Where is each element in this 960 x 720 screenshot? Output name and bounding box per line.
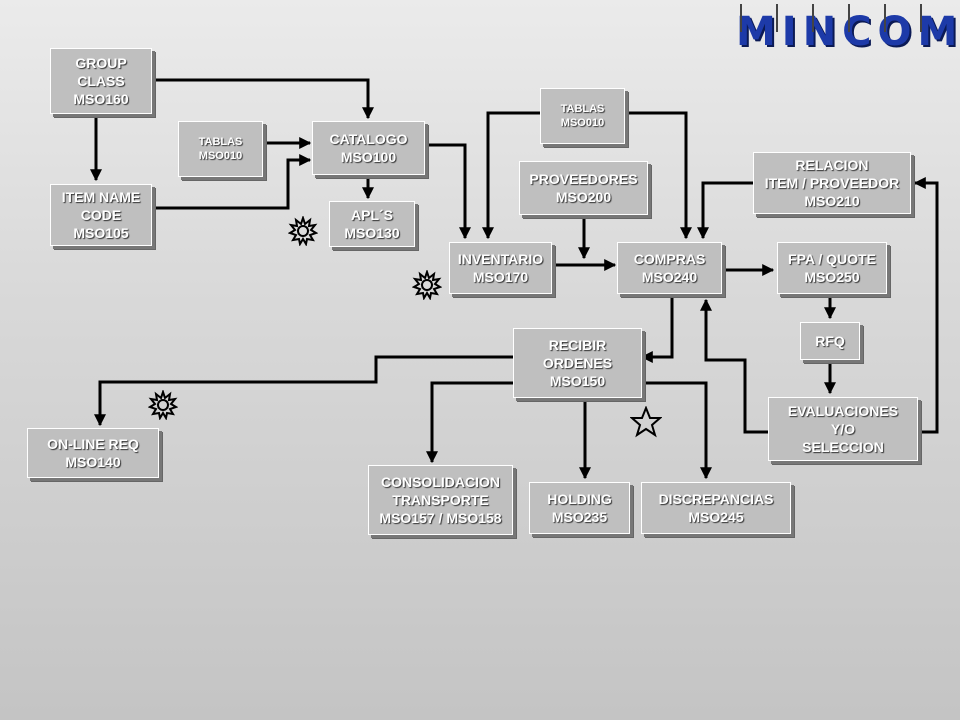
box-label: ON-LINE REQ MSO140 (47, 436, 139, 470)
arrow-evaluaciones-to-compras (700, 298, 768, 434)
box-holding[interactable]: HOLDING MSO235 (529, 482, 630, 534)
logo-bar (884, 4, 886, 32)
box-label: EVALUACIONES Y/O SELECCION (787, 403, 899, 455)
box-label: ITEM NAME CODE MSO105 (61, 189, 141, 241)
sun-icon (288, 216, 318, 246)
box-proveedores[interactable]: PROVEEDORES MSO200 (519, 161, 648, 215)
box-label: DISCREPANCIAS MSO245 (658, 491, 774, 525)
logo-bar (776, 4, 778, 32)
box-label: RFQ (815, 333, 845, 349)
sun-icon (148, 390, 178, 420)
logo-bar (848, 4, 850, 32)
box-recibir-ordenes[interactable]: RECIBIR ORDENES MSO150 (513, 328, 642, 398)
logo-bar (920, 4, 922, 32)
arrow-recibir-to-consolidacion (426, 381, 513, 464)
box-discrepancias[interactable]: DISCREPANCIAS MSO245 (641, 482, 791, 534)
box-label: GROUP CLASS MSO160 (73, 55, 129, 107)
box-label: HOLDING MSO235 (547, 491, 612, 525)
box-label: COMPRAS MSO240 (633, 251, 706, 285)
arrow-catalogo-to-inventario (425, 143, 471, 240)
box-inventario[interactable]: INVENTARIO MSO170 (449, 242, 552, 294)
box-label: PROVEEDORES MSO200 (529, 171, 638, 205)
logo-bar (812, 4, 814, 32)
box-label: APL´S MSO130 (344, 207, 400, 241)
box-label: CATALOGO MSO100 (329, 131, 408, 165)
star-outline-icon (630, 406, 662, 438)
box-label: TABLAS MSO010 (198, 136, 243, 162)
logo-bar (740, 4, 742, 32)
box-apls[interactable]: APL´S MSO130 (329, 201, 415, 247)
box-relacion[interactable]: RELACION ITEM / PROVEEDOR MSO210 (753, 152, 911, 214)
arrow-relacion-to-compras (697, 181, 753, 240)
box-label: INVENTARIO MSO170 (457, 251, 544, 285)
box-online-req[interactable]: ON-LINE REQ MSO140 (27, 428, 159, 478)
arrow-tablas-to-inventario (482, 111, 540, 240)
box-label: CONSOLIDACION TRANSPORTE MSO157 / MSO158 (379, 474, 502, 526)
box-label: TABLAS MSO010 (560, 103, 605, 129)
box-tablas-top[interactable]: TABLAS MSO010 (540, 88, 625, 144)
arrow-tablas-to-compras (625, 111, 692, 240)
box-label: RECIBIR ORDENES MSO150 (542, 337, 613, 389)
sun-icon (412, 270, 442, 300)
box-compras[interactable]: COMPRAS MSO240 (617, 242, 722, 294)
box-label: FPA / QUOTE MSO250 (788, 251, 876, 285)
arrow-group-to-catalogo (152, 78, 374, 120)
box-tablas-left[interactable]: TABLAS MSO010 (178, 121, 263, 177)
box-fpa-quote[interactable]: FPA / QUOTE MSO250 (777, 242, 887, 294)
box-item-name-code[interactable]: ITEM NAME CODE MSO105 (50, 184, 152, 246)
arrow-evaluaciones-to-relacion (913, 177, 939, 434)
arrow-compras-to-recibir (640, 298, 674, 363)
arrow-itemname-to-catalogo (152, 154, 312, 210)
box-rfq[interactable]: RFQ (800, 322, 860, 360)
box-evaluaciones[interactable]: EVALUACIONES Y/O SELECCION (768, 397, 918, 461)
mincom-logo: MINCOM (736, 4, 957, 60)
box-catalogo[interactable]: CATALOGO MSO100 (312, 121, 425, 175)
arrow-recibir-to-discrepancias (642, 381, 712, 480)
box-group-class[interactable]: GROUP CLASS MSO160 (50, 48, 152, 114)
box-consolidacion[interactable]: CONSOLIDACION TRANSPORTE MSO157 / MSO158 (368, 465, 513, 535)
arrow-recibir-to-online (94, 355, 513, 427)
box-label: RELACION ITEM / PROVEEDOR MSO210 (764, 157, 900, 209)
